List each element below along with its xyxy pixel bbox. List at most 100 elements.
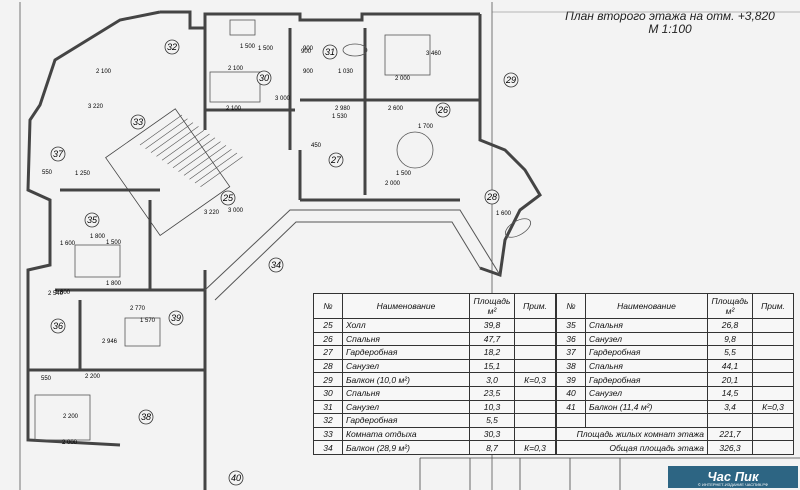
bed-35 — [74, 244, 121, 278]
col-name: Наименование — [342, 293, 470, 319]
cell-num: 41 — [556, 399, 586, 415]
room-number-label: 29 — [505, 75, 516, 85]
cell-num: 29 — [313, 372, 343, 387]
cell-num: 27 — [313, 345, 343, 360]
cell-num: 28 — [313, 358, 343, 374]
dimension-label: 3 000 — [228, 208, 244, 214]
stair-tread — [156, 126, 199, 157]
room-number-34: 34 — [268, 257, 284, 273]
cell-prim — [514, 385, 556, 401]
dimension-label: 1 800 — [55, 290, 71, 296]
room-number-27: 27 — [328, 152, 344, 168]
stair-treads — [139, 114, 243, 188]
room-number-label: 36 — [53, 321, 63, 331]
cell-name: Санузел — [585, 331, 708, 347]
cell-name: Комната отдыха — [342, 426, 470, 442]
dimension-label: 3 460 — [426, 51, 442, 57]
cell-area: 47,7 — [469, 331, 515, 347]
dimension-label: 2 100 — [226, 106, 242, 112]
dimension-label: 1 800 — [90, 234, 106, 240]
dimension-label: 900 — [303, 46, 314, 52]
cell-prim — [514, 318, 556, 333]
room-number-label: 34 — [271, 260, 281, 270]
cell-area: 39,8 — [469, 318, 515, 333]
cell-area: 3,4 — [707, 399, 753, 415]
wall-right — [478, 14, 542, 278]
cell-num: 33 — [313, 426, 343, 442]
room-number-31: 31 — [322, 44, 338, 60]
cell-area: 18,2 — [469, 345, 515, 360]
dimension-label: 2 200 — [63, 414, 79, 420]
bed-38 — [34, 394, 91, 441]
room-number-40: 40 — [228, 470, 244, 486]
dimension-label: 1 500 — [240, 44, 256, 50]
room-number-label: 28 — [486, 192, 497, 202]
cell-area: 30,3 — [469, 426, 515, 442]
room-number-label: 25 — [222, 193, 234, 203]
cell-area: 3,0 — [469, 372, 515, 387]
dimension-label: 1 500 — [106, 240, 122, 246]
cell-name: Гардеробная — [585, 345, 708, 360]
wardrobe-30 — [229, 19, 256, 36]
stair-tread — [167, 133, 210, 165]
room-number-label: 37 — [53, 149, 64, 159]
dimension-label: 3 000 — [275, 96, 291, 102]
cell-area: 15,1 — [469, 358, 515, 374]
bathtub-31 — [342, 43, 368, 57]
cell-name: Гардеробная — [342, 413, 470, 428]
staircase — [105, 108, 231, 236]
dimension-label: 900 — [303, 69, 314, 75]
dimension-label: 550 — [41, 376, 52, 382]
dimension-label: 2 770 — [130, 306, 146, 312]
living-area-value: 221,7 — [707, 426, 753, 442]
cell-prim — [752, 345, 794, 360]
plan-title: План второго этажа на отм. +3,820 М 1:10… — [560, 10, 780, 36]
room-number-30: 30 — [256, 70, 272, 86]
cell-prim: К=0,3 — [752, 399, 794, 415]
cell-prim: К=0,3 — [514, 372, 556, 387]
col-prim: Прим. — [752, 293, 794, 319]
dimension-label: 1 250 — [75, 171, 91, 177]
cell-prim — [752, 385, 794, 401]
cell-name: Гардеробная — [585, 372, 708, 387]
cell-num: 37 — [556, 345, 586, 360]
dimension-label: 1 600 — [60, 241, 76, 247]
cell-name: Балкон (10,0 м²) — [342, 372, 470, 387]
room-number-label: 32 — [167, 42, 177, 52]
cell-prim — [752, 331, 794, 347]
cell-area: 5,5 — [469, 413, 515, 428]
cell-area: 5,5 — [707, 345, 753, 360]
cell-prim — [752, 318, 794, 333]
watermark-logo: Час Пик © ИНТЕРНЕТ-ИЗДАНИЕ ЧАСПИК.РФ — [668, 466, 798, 488]
dimension-label: 1 500 — [258, 46, 274, 52]
round-table-26 — [396, 131, 434, 169]
room-number-label: 30 — [259, 73, 269, 83]
dimension-label: 1 030 — [338, 69, 354, 75]
balcony-34 — [204, 209, 501, 301]
cell-prim — [752, 372, 794, 387]
cell-num: 40 — [556, 385, 586, 401]
cell-name: Спальня — [585, 318, 708, 333]
cell-name: Спальня — [585, 358, 708, 374]
total-area-value: 326,3 — [707, 440, 753, 455]
cell-prim: К=0,3 — [514, 440, 556, 455]
cell-name: Санузел — [342, 358, 470, 374]
cell-area: 44,1 — [707, 358, 753, 374]
dimension-label: 1 500 — [396, 171, 412, 177]
stair-tread — [172, 137, 216, 169]
room-number-label: 26 — [437, 105, 448, 115]
col-num: № — [313, 293, 343, 319]
cell-num: 30 — [313, 385, 343, 401]
dimension-label: 2 540 — [48, 291, 64, 297]
